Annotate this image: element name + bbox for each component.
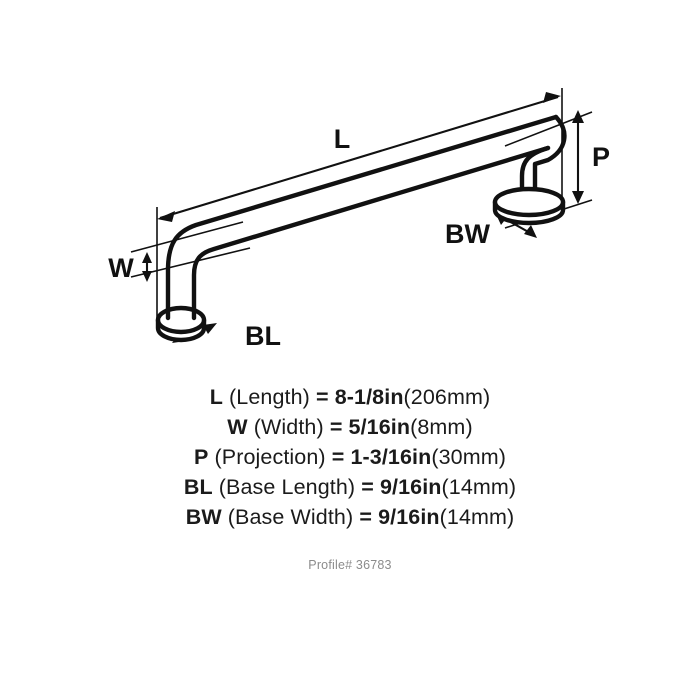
dimension-line-length: [159, 95, 559, 220]
spec-value: 5/16in: [348, 415, 411, 439]
arrowhead-projection-bottom: [572, 191, 584, 204]
dimension-length: L: [157, 92, 561, 222]
pull-handle-technical-drawing: L W P BL BW: [108, 88, 610, 351]
bar-outline-right-bend-inner: [519, 145, 551, 211]
left-base-ellipse: [155, 305, 207, 335]
spec-value: 9/16in: [379, 475, 442, 499]
spec-equals: =: [316, 385, 329, 409]
spec-name: (Projection): [214, 445, 326, 469]
dimension-width: W: [108, 252, 152, 283]
bar-outline-upper-edge-left: [191, 145, 551, 321]
arrowhead-width-bottom: [142, 271, 152, 282]
spec-name: (Base Width): [227, 505, 354, 529]
arrowhead-length-right: [543, 92, 561, 103]
spec-name: (Length): [229, 385, 310, 409]
spec-line-base-length: BL (Base Length) = 9/16in(14mm): [0, 472, 700, 502]
pull-handle-body: [155, 114, 567, 343]
left-base-foot: [155, 305, 207, 343]
spec-symbol: W: [227, 415, 248, 439]
bar-outline-right-bend-outer: [532, 114, 567, 211]
dimension-label-base-width: BW: [445, 219, 490, 249]
spec-symbol: BL: [183, 475, 213, 499]
spec-equals: =: [359, 505, 372, 529]
spec-value: 1-3/16in: [350, 445, 432, 469]
spec-value: 9/16in: [378, 505, 440, 529]
dimension-label-width: W: [108, 253, 134, 283]
dimension-label-base-length: BL: [245, 321, 281, 351]
spec-metric: (14mm): [439, 505, 515, 529]
spec-metric: (206mm): [403, 385, 491, 409]
spec-symbol: P: [194, 445, 209, 469]
arrowhead-base-length-right: [203, 323, 217, 334]
profile-number: Profile# 36783: [308, 558, 392, 572]
right-base-foot: [492, 186, 566, 226]
spec-name: (Base Length): [218, 475, 356, 499]
spec-value: 8-1/8in: [334, 385, 404, 409]
bar-outline-lower-edge: [165, 114, 559, 321]
arrowhead-projection-top: [572, 110, 584, 123]
spec-equals: =: [329, 415, 343, 439]
spec-line-length: L (Length) = 8-1/8in(206mm): [0, 382, 700, 412]
spec-metric: (8mm): [410, 415, 473, 439]
spec-metric: (30mm): [431, 445, 506, 469]
arrowhead-width-top: [142, 252, 152, 263]
dimension-label-length: L: [334, 124, 351, 154]
right-base-ellipse: [492, 186, 566, 218]
spec-symbol: BW: [185, 505, 222, 529]
spec-equals: =: [331, 445, 345, 469]
spec-line-width: W (Width) = 5/16in(8mm): [0, 412, 700, 442]
dimension-spec-list: L (Length) = 8-1/8in(206mm) W (Width) = …: [0, 382, 700, 532]
spec-name: (Width): [253, 415, 324, 439]
spec-line-projection: P (Projection) = 1-3/16in(30mm): [0, 442, 700, 472]
arrowhead-base-width-downright: [524, 225, 537, 238]
spec-metric: (14mm): [441, 475, 517, 499]
arrowhead-length-left: [157, 211, 175, 222]
dimension-label-projection: P: [592, 142, 610, 172]
witness-line-w-upper: [130, 221, 244, 253]
spec-line-base-width: BW (Base Width) = 9/16in(14mm): [0, 502, 700, 532]
dimension-projection: P: [572, 110, 610, 204]
spec-equals: =: [361, 475, 374, 499]
spec-symbol: L: [209, 385, 223, 409]
